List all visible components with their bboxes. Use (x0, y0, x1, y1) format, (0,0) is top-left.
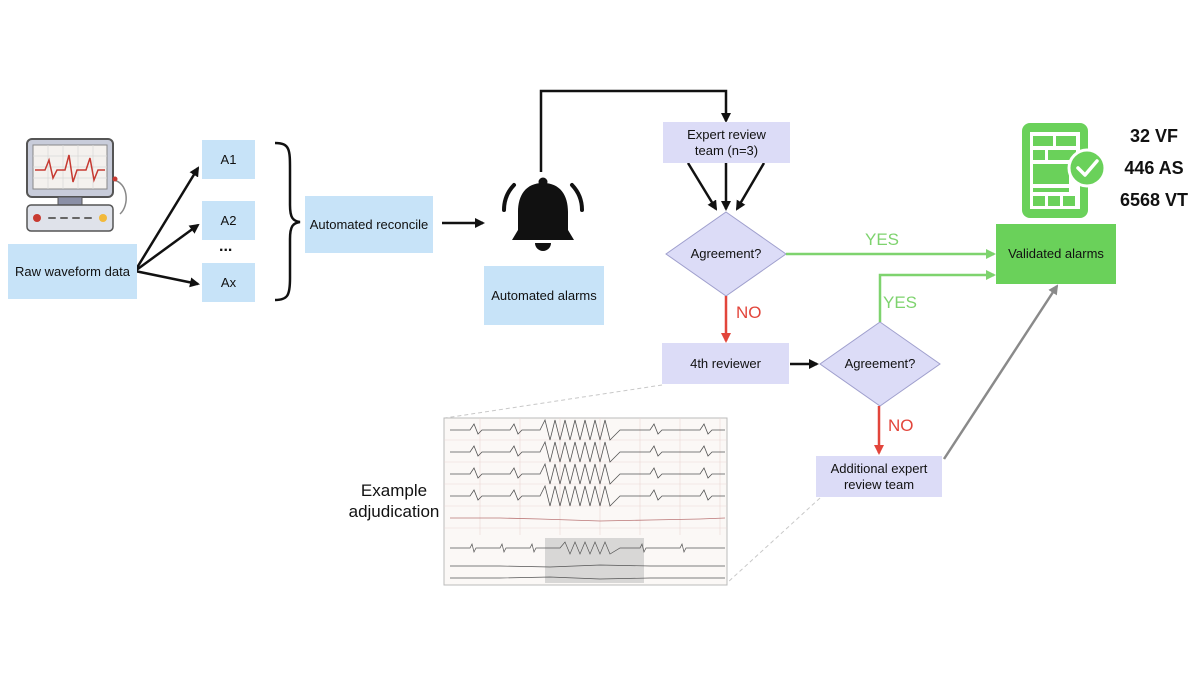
stat-as: 446 AS (1124, 158, 1184, 178)
algorithm-ax-box: Ax (202, 263, 255, 302)
example-caption: Example adjudication (348, 481, 440, 521)
ecg-example-image (443, 417, 728, 586)
grouping-brace (274, 141, 301, 302)
expert-review-team-label: Expert review team (n=3) (687, 126, 766, 158)
expert-review-team-box: Expert review team (n=3) (663, 122, 790, 163)
raw-waveform-box: Raw waveform data (8, 244, 137, 299)
ecg-monitor-icon (26, 138, 127, 232)
yes-2-arrow (878, 270, 996, 322)
no-1-label: NO (736, 303, 762, 322)
additional-expert-label: Additional expert review team (830, 460, 928, 492)
alarm-stats: 32 VF 446 AS 6568 VT (1108, 120, 1200, 216)
zoom-guides (444, 384, 821, 584)
algorithm-a1-label: A1 (220, 151, 237, 167)
agreement-1-label: Agreement? (690, 246, 762, 261)
raw-waveform-label: Raw waveform data (15, 263, 130, 279)
bell-to-expert-arrow (539, 89, 731, 172)
fourth-reviewer-box: 4th reviewer (662, 343, 789, 384)
automated-reconcile-box: Automated reconcile (305, 196, 433, 253)
alarm-bell-icon (501, 177, 585, 251)
additional-expert-box: Additional expert review team (816, 456, 942, 497)
fourth-reviewer-label: 4th reviewer (690, 355, 761, 371)
automated-reconcile-label: Automated reconcile (309, 216, 429, 232)
expert-to-agreement-arrows (686, 162, 766, 211)
validated-checklist-icon (1022, 123, 1107, 218)
algorithm-a1-box: A1 (202, 140, 255, 179)
automated-alarms-label: Automated alarms (491, 287, 597, 303)
agreement-2-label: Agreement? (844, 356, 916, 371)
validated-alarms-label: Validated alarms (1008, 246, 1104, 261)
algorithm-ellipsis: ... (219, 238, 233, 255)
no-2-label: NO (888, 416, 914, 435)
automated-alarms-box: Automated alarms (484, 266, 604, 325)
additional-to-validated-arrow (942, 284, 1059, 460)
stat-vt: 6568 VT (1119, 190, 1189, 210)
algorithm-a2-label: A2 (220, 212, 237, 228)
fanout-arrows (133, 166, 200, 288)
algorithm-ax-label: Ax (220, 274, 237, 290)
yes-2-label: YES (883, 293, 918, 312)
algorithm-a2-box: A2 (202, 201, 255, 240)
yes-1-label: YES (865, 230, 900, 249)
validated-alarms-box: Validated alarms (996, 224, 1116, 284)
stat-vf: 32 VF (1129, 126, 1179, 146)
